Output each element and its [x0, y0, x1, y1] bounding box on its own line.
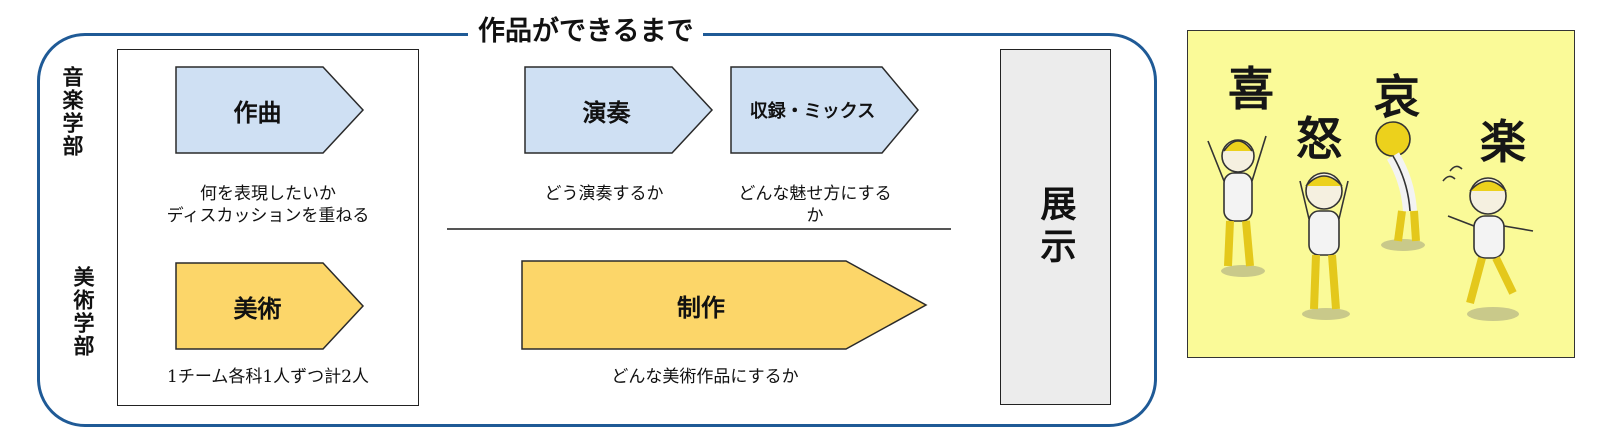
art-step-art-label: 美術 [233, 293, 282, 323]
music-step-compose-label: 作曲 [233, 97, 282, 127]
kanji-joy: 喜 [1228, 62, 1274, 116]
music-step-record-label: 収録・ミックス [749, 101, 876, 122]
music-step-record-caption: どんな魅せ方にする か [715, 183, 915, 227]
row-divider [447, 228, 951, 230]
caption-line: どんな魅せ方にする [738, 184, 892, 204]
music-step-perform-label: 演奏 [582, 97, 631, 127]
art-step-art-arrow [175, 262, 365, 350]
art-step-produce-label: 制作 [677, 292, 725, 322]
kanji-sorrow: 哀 [1374, 70, 1420, 124]
exhibit-box: 展示 [1000, 49, 1111, 405]
art-step-art-caption: 1チーム各科1人ずつ計2人 [128, 366, 408, 388]
emotions-figures-graphic [1207, 121, 1534, 321]
caption-line: どう演奏するか [544, 184, 664, 204]
art-row-label: 美術学部 [71, 266, 96, 358]
art-step-produce-arrow [521, 260, 928, 350]
first-stage-box [117, 49, 419, 406]
caption-line: 1チーム各科1人ずつ計2人 [167, 367, 369, 387]
caption-line: どんな美術作品にするか [611, 367, 799, 387]
music-row-label: 音楽学部 [60, 66, 85, 158]
art-step-produce-caption: どんな美術作品にするか [560, 366, 850, 388]
music-step-perform-arrow [524, 66, 714, 154]
kanji-pleasure: 楽 [1480, 115, 1526, 169]
caption-line: ディスカッションを重ねる [166, 206, 370, 226]
music-step-record-arrow [730, 66, 919, 154]
caption-line: 何を表現したいか [200, 184, 336, 204]
kanji-anger: 怒 [1296, 112, 1342, 166]
emotions-illustration: 喜 怒 哀 楽 [1187, 30, 1575, 358]
exhibit-label: 展示 [1034, 185, 1077, 269]
diagram-title: 作品ができるまで [468, 12, 704, 52]
music-step-compose-arrow [175, 66, 365, 154]
caption-line: か [806, 206, 824, 226]
music-step-perform-caption: どう演奏するか [514, 183, 694, 205]
music-step-compose-caption: 何を表現したいか ディスカッションを重ねる [128, 183, 408, 227]
